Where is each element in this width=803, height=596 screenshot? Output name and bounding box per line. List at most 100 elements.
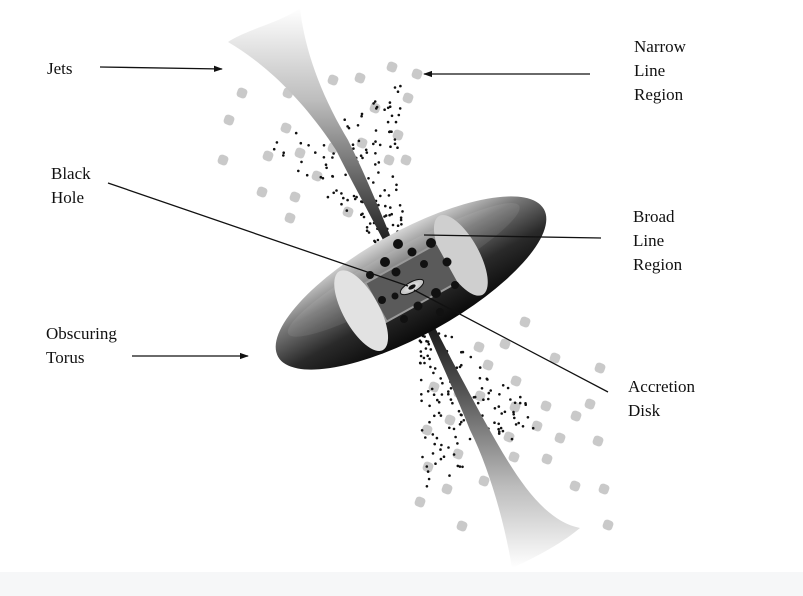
cone-dot — [397, 90, 400, 93]
cone-dot — [394, 86, 397, 89]
jets-pointer — [100, 67, 222, 69]
cone-dot — [428, 358, 431, 361]
cone-dot — [307, 144, 310, 147]
cone-dot — [383, 189, 386, 192]
cone-dot — [398, 114, 401, 117]
nlr-cloud — [584, 398, 597, 411]
cone-dot — [353, 195, 356, 198]
cone-dot — [453, 428, 456, 431]
nlr-cloud — [478, 475, 491, 488]
cone-dot — [346, 199, 349, 202]
nlr-cloud — [217, 154, 230, 167]
cone-dot — [400, 219, 403, 222]
cone-dot — [282, 151, 285, 154]
cone-dot — [346, 209, 349, 212]
cone-dot — [379, 195, 382, 198]
cone-dot — [348, 127, 351, 130]
cone-dot — [441, 393, 444, 396]
cone-dot — [323, 156, 326, 159]
nlr-cloud — [456, 520, 469, 533]
cone-dot — [459, 423, 462, 426]
cone-dot — [450, 387, 453, 390]
cone-dot — [300, 142, 303, 145]
cone-dot — [401, 210, 404, 213]
label-black-hole: Black Hole — [51, 162, 91, 210]
nlr-cloud — [356, 137, 369, 150]
cone-dot — [420, 379, 423, 382]
cone-dot — [389, 105, 392, 108]
cone-dot — [374, 163, 377, 166]
cone-dot — [462, 351, 465, 354]
nlr-cloud — [369, 102, 382, 115]
cone-dot — [515, 423, 518, 426]
nlr-cloud — [342, 206, 355, 219]
cone-dot — [512, 411, 515, 414]
cone-dot — [436, 399, 439, 402]
cone-dot — [383, 108, 386, 111]
cone-dot — [325, 163, 328, 166]
cone-dot — [369, 222, 372, 225]
nlr-cloud — [400, 154, 413, 167]
cone-dot — [392, 224, 395, 227]
cone-dot — [377, 239, 380, 242]
cone-dot — [352, 143, 355, 146]
nlr-cloud — [441, 483, 454, 496]
cone-dot — [378, 161, 381, 164]
cone-dot — [453, 453, 456, 456]
cone-dot — [327, 196, 330, 199]
cone-dot — [343, 118, 346, 121]
cone-dot — [372, 181, 375, 184]
nlr-cloud — [354, 72, 367, 85]
cone-dot — [517, 422, 520, 425]
cone-dot — [374, 140, 377, 143]
nlr-cloud — [386, 61, 399, 74]
cone-dot — [427, 340, 430, 343]
cone-dot — [297, 170, 300, 173]
cone-dot — [399, 204, 402, 207]
cone-dot — [389, 206, 392, 209]
label-disk-line-2: Disk — [628, 399, 695, 423]
cone-dot — [314, 151, 317, 154]
nlr-cloud — [444, 414, 457, 427]
jet-top — [228, 8, 404, 272]
cone-dot — [379, 144, 382, 147]
cone-dot — [498, 405, 501, 408]
label-nlr-line-2: Line — [634, 59, 686, 83]
cone-dot — [400, 216, 403, 219]
cone-dot — [282, 154, 285, 157]
cone-dot — [365, 149, 368, 152]
cone-dot — [444, 335, 447, 338]
cone-dot — [482, 398, 485, 401]
nlr-cloud — [482, 359, 495, 372]
label-bh-line-1: Black — [51, 162, 91, 186]
cone-dot — [470, 356, 473, 359]
cone-dot — [420, 341, 423, 344]
label-bh-line-2: Hole — [51, 186, 91, 210]
cone-dot — [424, 436, 427, 439]
cone-dot — [394, 143, 397, 146]
label-obscuring-torus: Obscuring Torus — [46, 322, 117, 370]
cone-dot — [340, 192, 343, 195]
cone-dot — [433, 393, 436, 396]
cone-dot — [300, 161, 303, 164]
cone-dot — [461, 466, 464, 469]
cone-dot — [425, 347, 428, 350]
nlr-cloud — [311, 170, 324, 183]
label-accretion-disk: Accretion Disk — [628, 375, 695, 423]
cone-dot — [451, 336, 454, 339]
nlr-cloud — [473, 341, 486, 354]
cone-dot — [428, 421, 431, 424]
nlr-cloud — [294, 147, 307, 160]
cone-dot — [448, 427, 451, 430]
cone-dot — [439, 448, 442, 451]
cone-dot — [434, 367, 437, 370]
nlr-cloud — [383, 154, 396, 167]
cone-dot — [366, 229, 369, 232]
cone-dot — [447, 446, 450, 449]
cone-dot — [436, 437, 439, 440]
cone-dot — [481, 387, 484, 390]
cone-dot — [456, 442, 459, 445]
cone-dot — [420, 400, 423, 403]
label-disk-line-1: Accretion — [628, 375, 695, 399]
cone-dot — [360, 115, 363, 118]
